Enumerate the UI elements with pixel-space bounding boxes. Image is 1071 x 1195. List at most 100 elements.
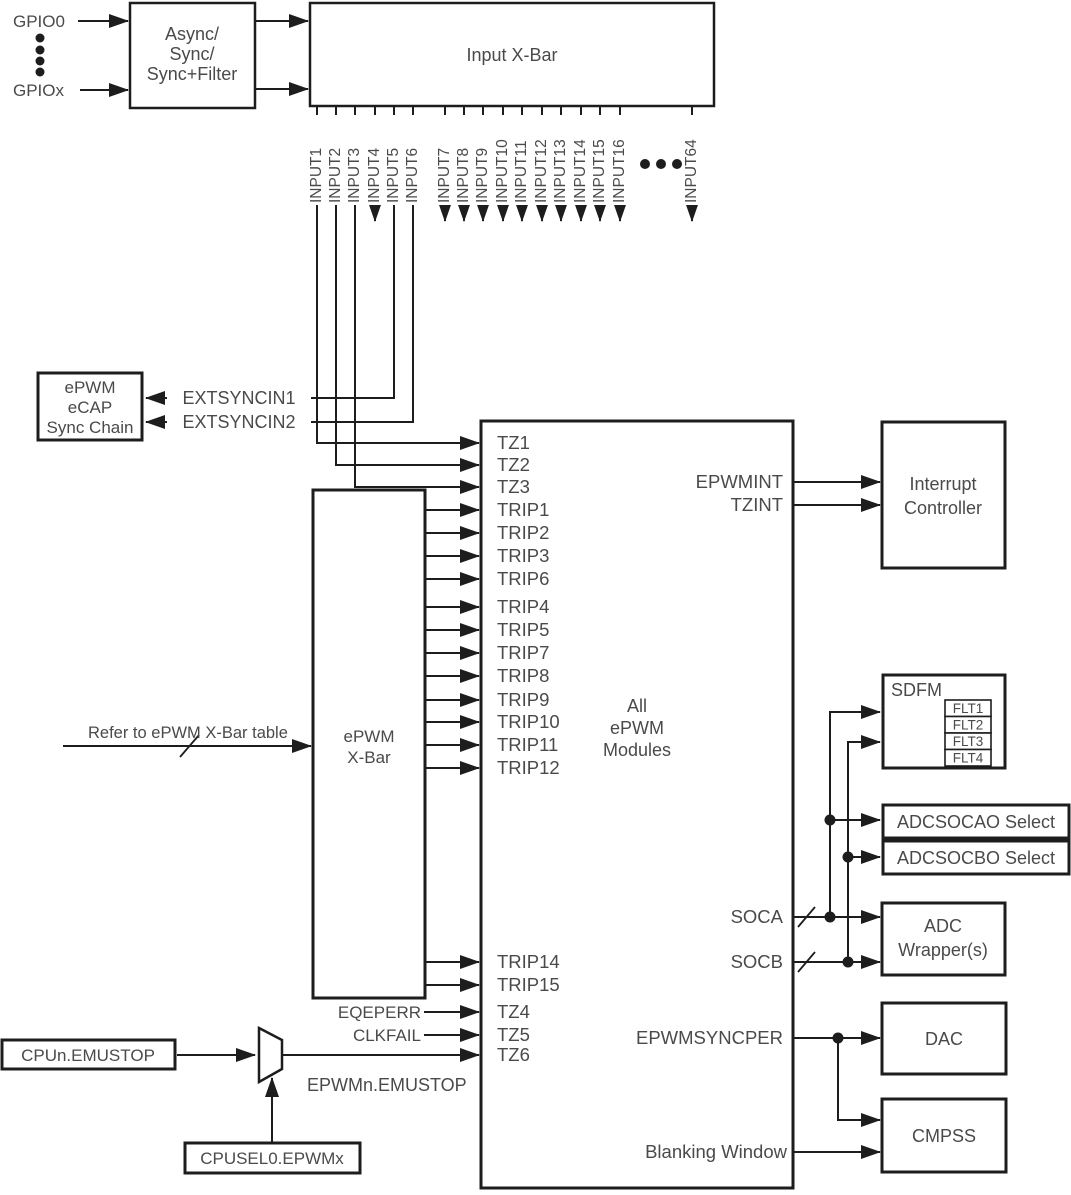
port-label: TRIP12: [497, 757, 560, 778]
adcsocao-select-box: [881, 803, 1071, 840]
port-label: TRIP7: [497, 642, 549, 663]
sdfm-flt4-box: [944, 748, 992, 767]
label-bg: [167, 413, 311, 431]
dac-label: DAC: [925, 1029, 963, 1049]
port-label: TRIP8: [497, 665, 549, 686]
bus-slash-socb: [797, 951, 816, 973]
input-label: INPUT11: [513, 140, 530, 203]
gpio-ellipsis-dot: [35, 45, 45, 55]
sdfm-label: SDFM: [891, 680, 942, 700]
label-bg: [611, 115, 629, 205]
gpio0-label: GPIO0: [13, 12, 65, 31]
cpusel0-epwmx-label: CPUSEL0.EPWMx: [200, 1149, 344, 1168]
gpio-ellipsis-dot: [35, 67, 45, 77]
epwm-ecap-sync-chain-label: eCAP: [68, 398, 112, 417]
label-bg: [346, 115, 364, 205]
port-label: TRIP5: [497, 619, 549, 640]
input-xbar-label: Input X-Bar: [466, 45, 557, 65]
async-sync-filter-label: Sync+Filter: [147, 64, 238, 84]
extsyncin1-label: EXTSYNCIN1: [182, 388, 295, 408]
label-bg: [474, 115, 492, 205]
extsyncin2-label: EXTSYNCIN2: [182, 412, 295, 432]
port-label: EPWMINT: [696, 471, 783, 492]
epwm-xbar-box: [311, 488, 427, 1000]
input-label: INPUT1: [308, 148, 325, 203]
all-epwm-modules-label: Modules: [603, 740, 671, 760]
refer-note-label: Refer to ePWM X-Bar table: [88, 724, 288, 742]
epwm-ecap-sync-chain-box: [36, 371, 144, 442]
cmpss-label: CMPSS: [912, 1126, 976, 1146]
input-label: INPUT64: [683, 139, 700, 203]
wire-epwmsyncper-cmpss: [837, 1038, 881, 1127]
eqeperr-label: EQEPERR: [338, 1003, 421, 1022]
port-label: TZ6: [497, 1044, 530, 1065]
input-ellipsis-dot: [672, 159, 682, 169]
sdfm-flt4-label: FLT4: [953, 751, 984, 766]
adc-wrappers-label: Wrapper(s): [898, 940, 988, 960]
port-label: TRIP10: [497, 711, 560, 732]
input-label: INPUT6: [404, 148, 421, 203]
input-label: INPUT13: [552, 139, 569, 203]
port-label: TRIP2: [497, 522, 549, 543]
input-xbar-box: [308, 1, 716, 108]
port-label: EPWMSYNCPER: [636, 1027, 783, 1048]
interrupt-controller-label: Interrupt: [909, 474, 976, 494]
all-epwm-modules-label: ePWM: [610, 718, 664, 738]
junction-dot: [824, 814, 836, 826]
label-bg: [572, 115, 590, 205]
input-label: INPUT8: [455, 148, 472, 203]
epwm-ecap-sync-chain-label: ePWM: [65, 378, 116, 397]
all-epwm-modules-label: All: [627, 696, 647, 716]
label-bg: [513, 115, 531, 205]
sdfm-flt3-label: FLT3: [953, 734, 984, 749]
input-label: INPUT4: [366, 148, 383, 204]
label-bg: [683, 115, 701, 205]
input-ellipsis-dot: [640, 159, 650, 169]
input-label: INPUT15: [591, 139, 608, 203]
input-label: INPUT2: [327, 148, 344, 203]
input-label: INPUT16: [611, 139, 628, 203]
port-label: SOCB: [731, 951, 783, 972]
cpusel0-epwmx-box: [183, 1141, 362, 1175]
junction-dot: [824, 911, 836, 923]
input-label: INPUT12: [533, 139, 550, 203]
epwm-port-labels: TZ1 TZ2 TZ3 TRIP1 TRIP2 TRIP3 TRIP6 TRIP…: [497, 432, 788, 1162]
wire-input2-tz2: [335, 106, 480, 472]
input-ellipsis-dot: [656, 159, 666, 169]
junction-dot: [842, 851, 854, 863]
async-sync-filter-label: Async/: [165, 24, 219, 44]
label-bg: [327, 115, 345, 205]
junction-dot: [832, 1032, 844, 1044]
async-sync-filter-box: [128, 1, 257, 110]
port-label: TZ3: [497, 476, 530, 497]
bus-slash-refer: [179, 734, 200, 758]
bus-slash-soca: [797, 906, 816, 928]
label-bg: [591, 115, 609, 205]
port-label: TRIP1: [497, 499, 549, 520]
emustop-mux: [257, 1025, 284, 1085]
epwm-xbar-label: X-Bar: [347, 748, 391, 767]
dac-box: [880, 1001, 1008, 1076]
interrupt-controller-box: [880, 420, 1007, 570]
label-bg: [494, 115, 512, 205]
port-label: TZINT: [731, 494, 783, 515]
cpun-emustop-box: [0, 1038, 177, 1071]
wire-labels: EXTSYNCIN1 EXTSYNCIN2 Refer to ePWM X-Ba…: [13, 12, 467, 1095]
label-bg: [167, 389, 311, 407]
label-bg: [455, 115, 473, 205]
label-bg: [366, 115, 384, 205]
input-label: INPUT9: [474, 148, 491, 203]
junction-dot: [842, 956, 854, 968]
gpiox-label: GPIOx: [13, 81, 65, 100]
wire-soca-sdfm: [829, 705, 881, 917]
adcsocbo-select-box: [881, 839, 1071, 876]
label-bg: [436, 115, 454, 205]
port-label: TZ2: [497, 454, 530, 475]
input-label: INPUT3: [346, 148, 363, 203]
gpio-ellipsis-dot: [35, 33, 45, 43]
block-labels: Async/ Sync/ Sync+Filter Input X-Bar ePW…: [21, 24, 1055, 1168]
port-label: Blanking Window: [645, 1141, 788, 1162]
port-label: TRIP11: [497, 734, 558, 755]
